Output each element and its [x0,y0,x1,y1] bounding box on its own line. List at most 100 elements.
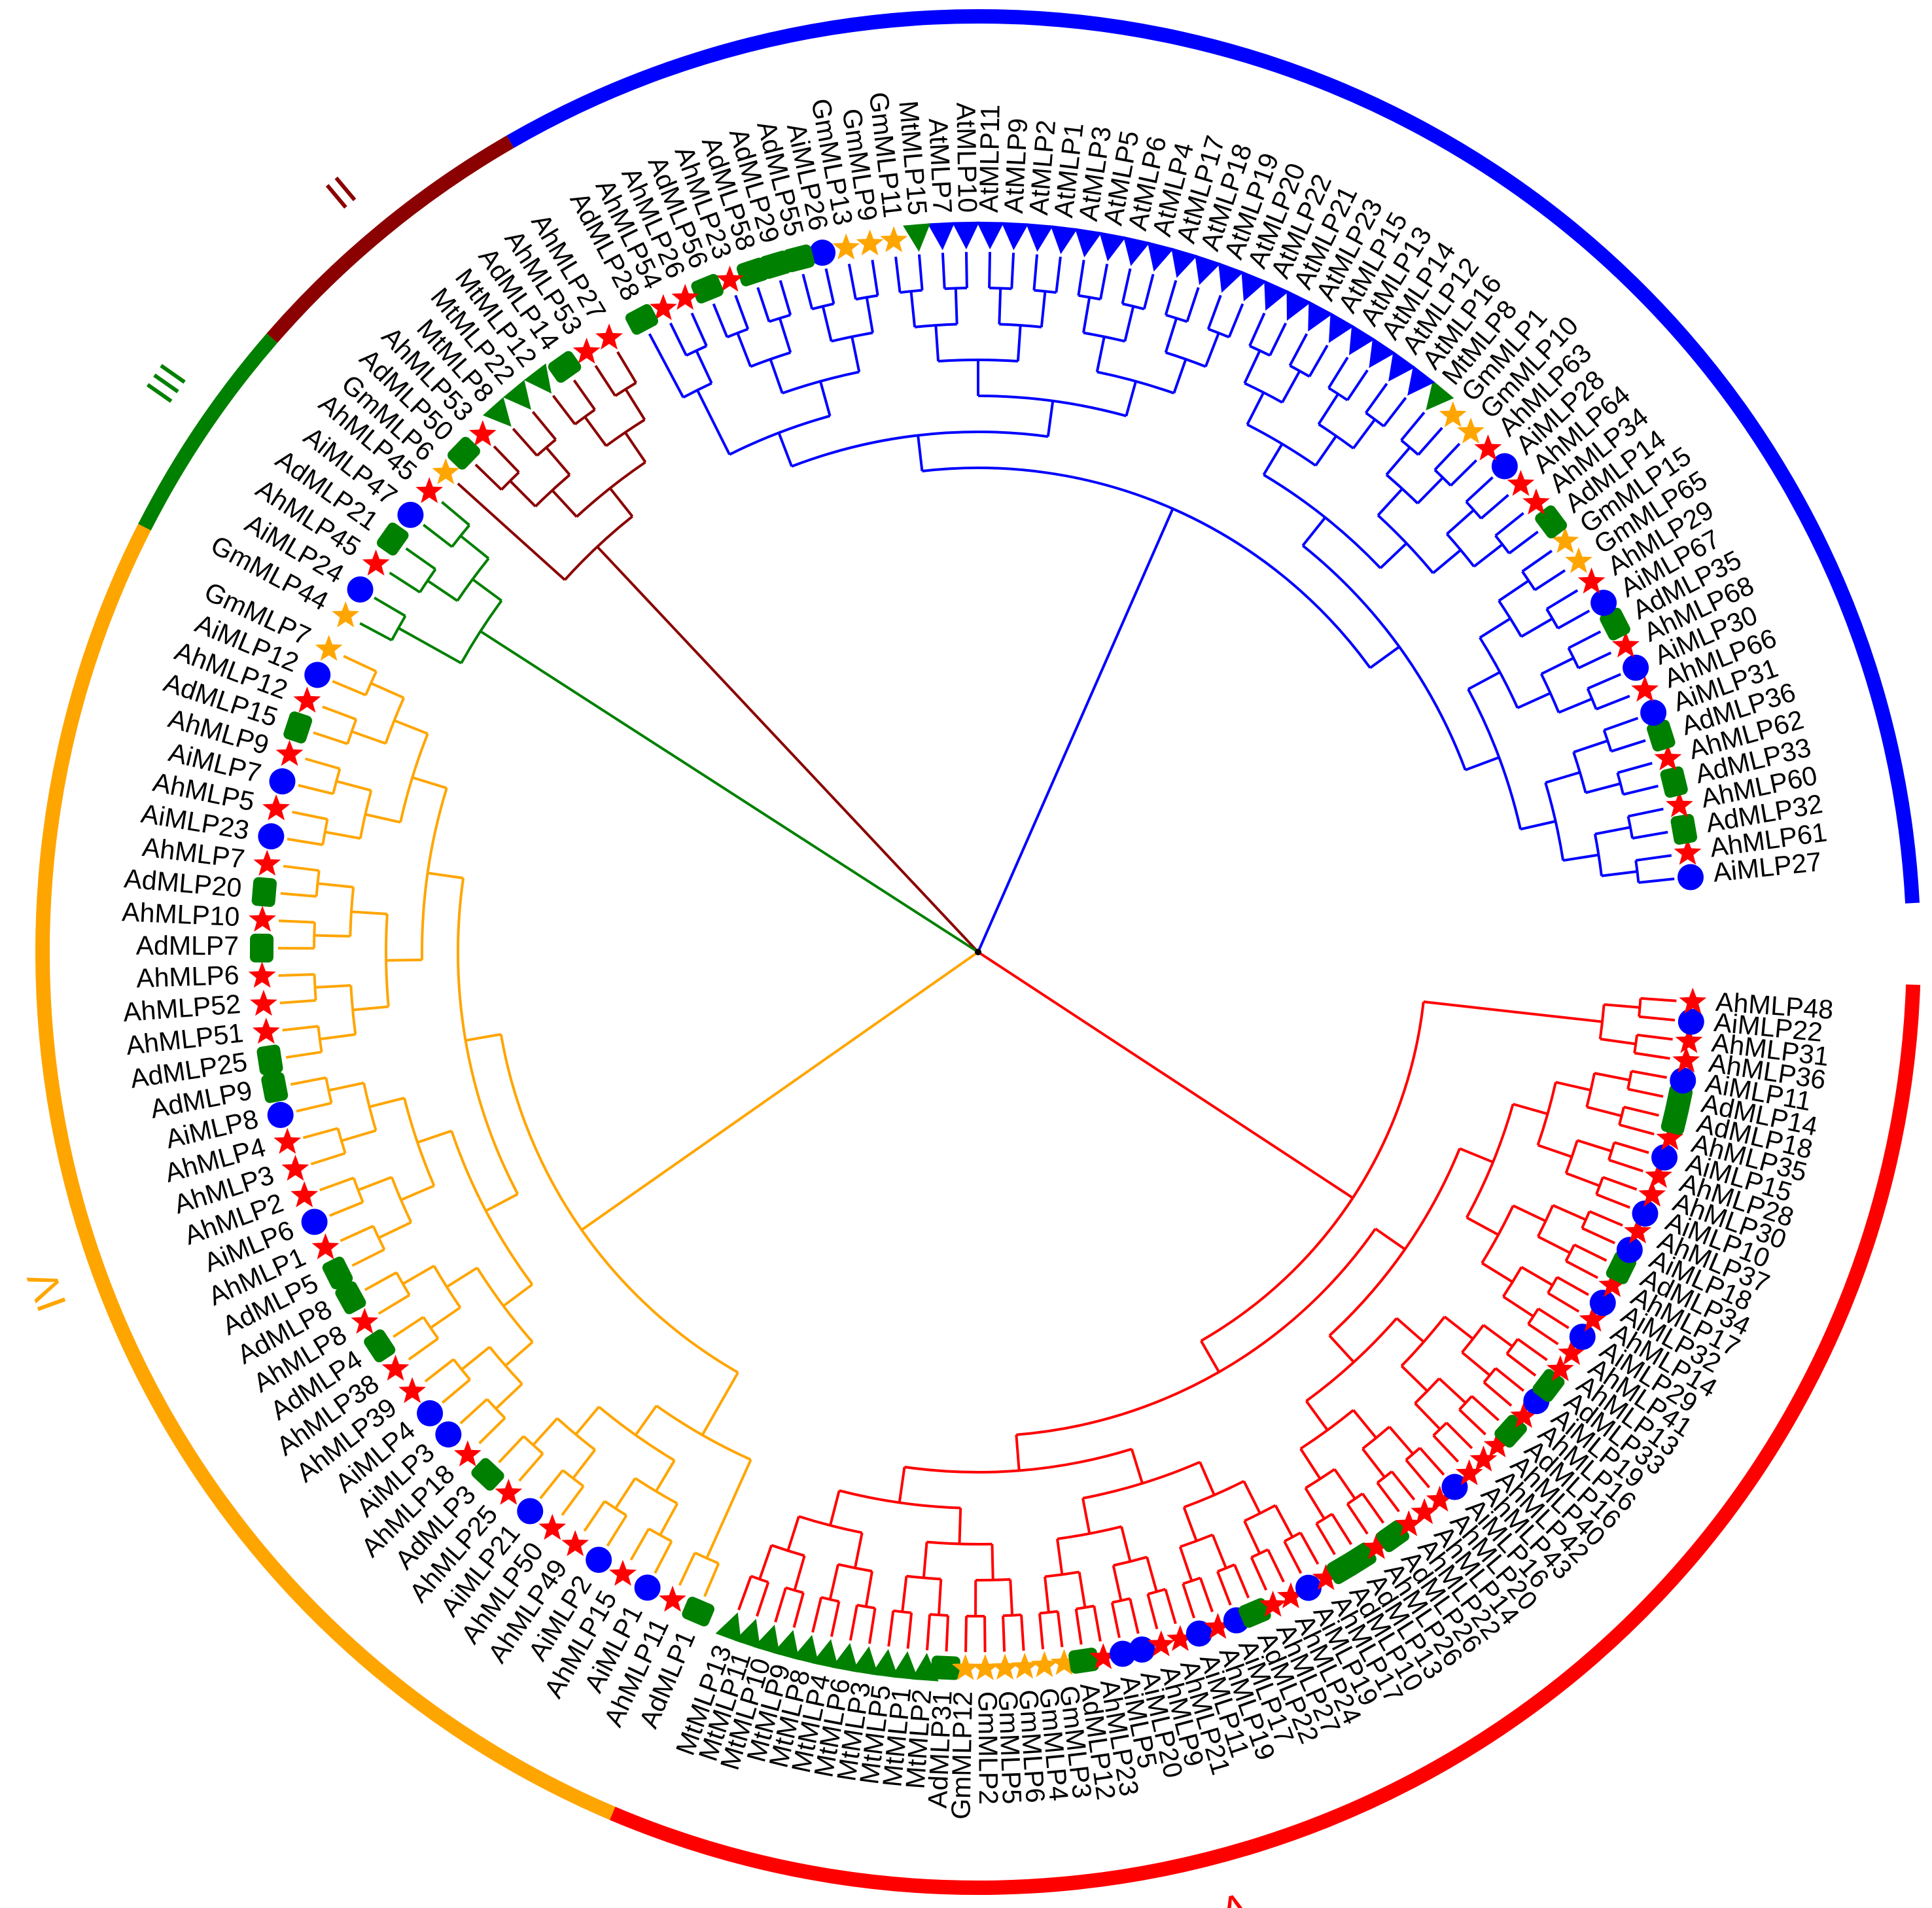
tree-branch [1130,1448,1144,1484]
tree-branch [774,1587,787,1623]
tree-branch [1333,1468,1356,1500]
tree-branch [332,680,366,697]
tree-branch [480,630,525,661]
tree-branch-arc [556,1417,596,1451]
blue-circle-marker [1616,1237,1643,1263]
red-star-marker [1259,1591,1287,1617]
tree-branch-arc [451,524,470,548]
tree-branch [853,1532,864,1568]
tree-branch-arc [313,922,317,949]
tree-branch [1589,1210,1623,1227]
tree-branch-arc [372,1225,386,1250]
tree-branch-arc [798,1515,863,1534]
green-rounded-rect-marker [1660,766,1688,798]
tree-branch [478,1417,506,1445]
tree-branch-arc [385,913,390,1007]
green-triangle-marker [734,1618,761,1650]
tree-branch-arc [648,1527,673,1543]
red-star-marker [1666,791,1693,817]
tree-branch [1038,1613,1045,1650]
tree-branch-arc [1466,1103,1515,1218]
red-star-marker [1147,1630,1175,1657]
green-triangle-marker [851,1646,879,1676]
green-triangle-marker [482,397,512,427]
tree-branch [1164,1589,1177,1625]
tree-branch-arc [364,671,378,696]
tree-branch [1082,297,1091,333]
tree-branch [1074,1608,1083,1645]
tree-branch-arc [499,1034,739,1374]
tree-branch [1416,476,1444,504]
blue-triangle-marker [1286,290,1312,321]
green-triangle-marker [502,380,531,410]
tree-branch [1123,306,1135,342]
tree-branch [1479,617,1511,639]
tree-branch [945,1615,950,1652]
tree-branch [1619,1123,1655,1136]
tree-branch [313,731,348,745]
tree-branch [369,1097,405,1108]
tree-branch [1346,1503,1369,1535]
tree-branch [1604,1003,1640,1009]
tree-branch [1634,1051,1670,1060]
red-star-marker [595,323,623,350]
tree-branch [1547,1292,1580,1313]
tree-stem [977,556,1153,953]
tree-branch [1534,569,1566,592]
blue-circle-marker [304,662,331,688]
tree-branch [958,1508,962,1544]
tree-branch-arc [900,289,922,294]
tree-branch [998,288,1002,325]
tree-branch-arc [906,1574,941,1581]
blue-triangle-marker [1025,223,1053,252]
group-arc-iii [138,333,278,531]
tree-branch [1418,1447,1445,1476]
tree-branch [1623,1105,1659,1117]
tree-stem [632,584,979,953]
tree-branch [1445,1421,1473,1449]
red-star-marker [716,265,744,292]
tree-branch [1186,287,1200,323]
tree-branch [532,1417,559,1446]
green-rounded-rect-marker [548,351,582,383]
tree-branch [1527,1322,1559,1345]
tree-branch-arc [893,1609,912,1614]
tree-branch [1308,344,1329,378]
tree-branch [1517,1337,1548,1362]
tree-branch [412,776,448,790]
tree-branch [701,1371,739,1436]
tree-branch [393,719,429,735]
tree-branch [1216,1571,1232,1606]
orange-star-marker [432,458,460,485]
tree-branch [779,280,792,315]
tree-branch [778,317,792,353]
tree-branch-arc [1545,608,1559,629]
tree-branch-arc [977,395,1127,417]
red-star-marker [1638,1180,1666,1207]
tree-branch [1432,549,1462,574]
tree-branch [1558,698,1593,714]
tree-branch-arc [782,370,860,395]
tree-branch [616,351,637,384]
tree-branch [1308,1168,1354,1199]
red-star-marker [1577,567,1606,594]
tree-branch [389,571,421,593]
tree-branch [1483,1381,1513,1407]
tree-branch [1346,369,1369,401]
orange-star-marker [880,226,908,253]
tree-branch-arc [1481,1205,1515,1264]
tree-branch [1628,807,1664,818]
tree-branch-arc [1034,289,1057,294]
blue-circle-marker [301,1209,328,1235]
red-star-marker [1277,1582,1305,1608]
tree-branch [292,811,328,821]
tree-branch [1281,370,1301,404]
tree-branch [1636,854,1672,862]
tree-branch [1502,1295,1534,1318]
tree-branch [364,813,401,824]
tree-branch [909,291,917,328]
tree-branch [1077,259,1085,296]
blue-circle-marker [634,1574,661,1601]
tree-branch [340,1224,374,1243]
group-arc-iv [35,523,616,1820]
